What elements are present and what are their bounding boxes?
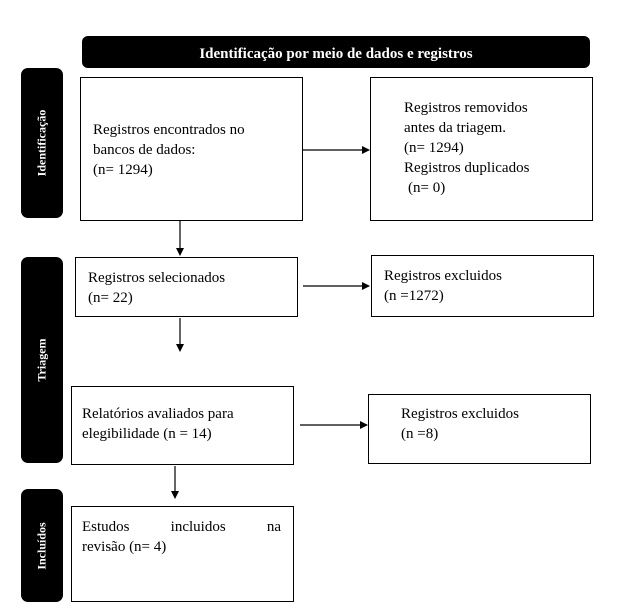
box-text-line: Registros selecionados: [88, 270, 226, 286]
box-text-line: (n= 1294): [404, 140, 464, 156]
box-text-line: Registros excluidos: [384, 268, 502, 284]
box-registros-encontrados: Registros encontrados no bancos de dados…: [80, 77, 303, 221]
box-text-line: bancos de dados:: [93, 142, 196, 158]
box-text-line: Registros duplicados: [404, 160, 530, 176]
box-registros-selecionados: Registros selecionados (n= 22): [75, 257, 298, 317]
box-text-line: Registros removidos: [404, 100, 528, 116]
box-text-line: elegibilidade (n = 14): [82, 426, 212, 442]
header-bar: Identificação por meio de dados e regist…: [82, 36, 590, 68]
box-text-line: Registros excluidos: [401, 406, 519, 422]
box-text-line: (n =1272): [384, 288, 444, 304]
box-relatorios-avaliados: Relatórios avaliados para elegibilidade …: [71, 386, 294, 465]
stage-bar-identificacao: Identificação: [21, 68, 63, 218]
box-text-line: revisão (n= 4): [82, 539, 167, 555]
header-title: Identificação por meio de dados e regist…: [199, 46, 473, 62]
stage-bar-incluidos: Incluídos: [21, 489, 63, 602]
box-text-line: (n= 0): [408, 180, 446, 196]
box-text-line: Registros encontrados no: [93, 122, 245, 138]
box-text-line: Estudos incluidos na: [82, 519, 281, 535]
box-text-line: antes da triagem.: [404, 120, 507, 136]
box-text-line: Relatórios avaliados para: [82, 406, 234, 422]
box-estudos-incluidos: Estudos incluidos na revisão (n= 4): [71, 506, 294, 602]
box-registros-excluidos-1: Registros excluidos (n =1272): [371, 255, 594, 317]
box-registros-removidos: Registros removidos antes da triagem. (n…: [370, 77, 593, 221]
box-text-line: (n= 22): [88, 290, 133, 306]
stage-bar-triagem: Triagem: [21, 257, 63, 463]
box-registros-excluidos-2: Registros excluidos (n =8): [368, 394, 591, 464]
box-text-line: (n =8): [401, 426, 439, 442]
box-text-line: (n= 1294): [93, 162, 153, 178]
